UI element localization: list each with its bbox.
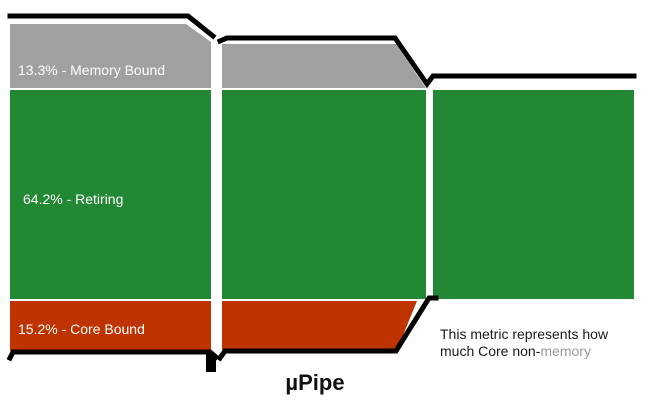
pipe-top-outline-2 [216, 35, 637, 89]
core-bound-band-2 [222, 301, 417, 350]
core-bound-band-1 [10, 301, 211, 351]
pipe-bottom-outline-1 [6, 349, 220, 362]
pipe-top-outline-1 [7, 13, 217, 40]
metric-description-faded-text: memory [540, 343, 591, 359]
retiring-label: 64.2% - Retiring [23, 191, 124, 207]
metric-description-text: This metric represents how much Core non… [440, 326, 609, 359]
retiring-band-2 [222, 90, 426, 299]
memory-bound-label: 13.3% - Memory Bound [18, 62, 166, 78]
metric-description: This metric represents how much Core non… [440, 326, 640, 360]
pipe-stub [206, 354, 216, 372]
memory-bound-band-1 [10, 24, 211, 88]
retiring-band-1 [10, 90, 211, 299]
retiring-band-3 [433, 90, 634, 299]
memory-bound-band-2 [222, 44, 426, 88]
pipe-bottom-outline-2 [216, 295, 439, 362]
core-bound-label: 15.2% - Core Bound [18, 321, 145, 337]
diagram-title: µPipe [285, 370, 345, 395]
